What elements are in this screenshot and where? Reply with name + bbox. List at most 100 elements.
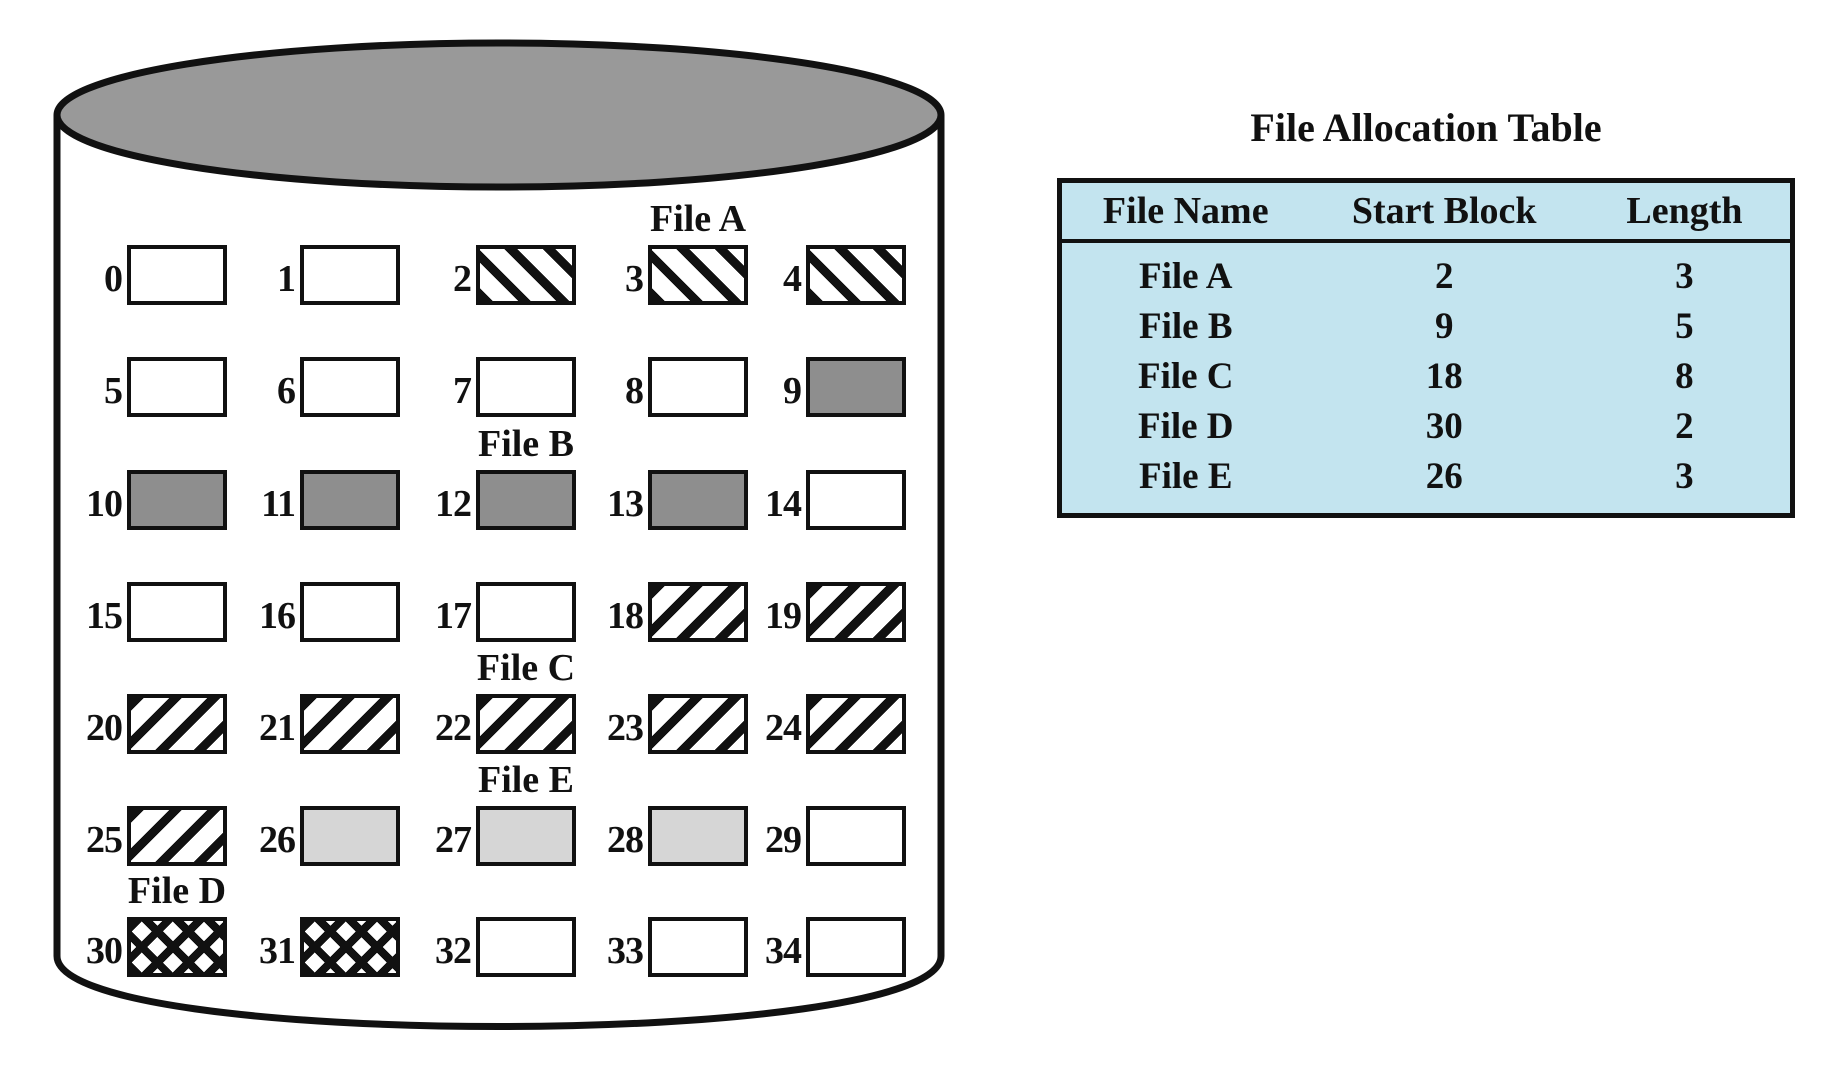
block-number: 0 xyxy=(104,258,123,300)
block-box-file-c xyxy=(806,694,906,754)
column-header-file-name: File Name xyxy=(1102,190,1269,232)
block-box-file-d xyxy=(300,917,400,977)
disk-block-9: 9 xyxy=(727,357,906,417)
block-box-file-d xyxy=(127,917,227,977)
file-label-file-b: File B xyxy=(477,423,575,465)
disk-block-31: 31 xyxy=(221,917,400,977)
disk-block-23: 23 xyxy=(569,694,748,754)
cell-start-block: 9 xyxy=(1434,305,1454,347)
block-number: 5 xyxy=(104,370,123,412)
cell-start-block: 26 xyxy=(1425,455,1463,497)
cell-file-name: File D xyxy=(1137,405,1234,447)
block-number: 1 xyxy=(277,258,296,300)
block-number: 21 xyxy=(259,707,296,749)
block-number: 30 xyxy=(86,930,123,972)
block-box-file-c xyxy=(648,582,748,642)
disk-block-2: 2 xyxy=(397,245,576,305)
cell-file-name: File A xyxy=(1139,255,1233,297)
block-number: 8 xyxy=(625,370,644,412)
block-box-file-e xyxy=(300,806,400,866)
file-label-file-e: File E xyxy=(477,759,575,801)
cell-length: 3 xyxy=(1675,455,1694,497)
block-number: 32 xyxy=(435,930,472,972)
disk-block-4: 4 xyxy=(727,245,906,305)
disk-block-28: 28 xyxy=(569,806,748,866)
block-box-file-b xyxy=(300,470,400,530)
disk-block-5: 5 xyxy=(48,357,227,417)
cell-length: 8 xyxy=(1675,355,1694,397)
disk-block-11: 11 xyxy=(221,470,400,530)
table-row-file-d: File D 30 2 xyxy=(1062,401,1790,451)
disk-block-27: 27 xyxy=(397,806,576,866)
block-number: 23 xyxy=(607,707,644,749)
block-number: 26 xyxy=(259,819,296,861)
block-number: 17 xyxy=(435,595,472,637)
block-box-file-b xyxy=(476,470,576,530)
block-number: 28 xyxy=(607,819,644,861)
block-box-free xyxy=(476,357,576,417)
block-box-free xyxy=(300,582,400,642)
disk-block-17: 17 xyxy=(397,582,576,642)
block-box-file-b xyxy=(806,357,906,417)
block-number: 9 xyxy=(783,370,802,412)
cell-start-block: 30 xyxy=(1425,405,1463,447)
disk-block-22: 22 xyxy=(397,694,576,754)
disk-block-21: 21 xyxy=(221,694,400,754)
block-number: 6 xyxy=(277,370,296,412)
block-box-file-e xyxy=(648,806,748,866)
block-box-free xyxy=(127,582,227,642)
disk-block-13: 13 xyxy=(569,470,748,530)
block-box-file-e xyxy=(476,806,576,866)
disk-block-32: 32 xyxy=(397,917,576,977)
file-label-file-a: File A xyxy=(649,198,747,240)
block-number: 13 xyxy=(607,483,644,525)
block-box-free xyxy=(300,357,400,417)
block-number: 25 xyxy=(86,819,123,861)
disk-block-8: 8 xyxy=(569,357,748,417)
block-box-free xyxy=(476,582,576,642)
block-number: 18 xyxy=(607,595,644,637)
disk-block-1: 1 xyxy=(221,245,400,305)
cell-start-block: 2 xyxy=(1434,255,1454,297)
block-box-free xyxy=(806,806,906,866)
cell-length: 3 xyxy=(1675,255,1694,297)
block-box-file-c xyxy=(127,806,227,866)
block-box-free xyxy=(127,245,227,305)
disk-block-16: 16 xyxy=(221,582,400,642)
file-label-file-c: File C xyxy=(476,647,576,689)
cell-length: 2 xyxy=(1675,405,1694,447)
disk-block-12: 12 xyxy=(397,470,576,530)
column-header-length: Length xyxy=(1626,190,1743,232)
block-number: 14 xyxy=(765,483,802,525)
block-box-file-c xyxy=(476,694,576,754)
block-box-free xyxy=(648,357,748,417)
block-box-file-c xyxy=(300,694,400,754)
block-number: 24 xyxy=(765,707,802,749)
disk-block-29: 29 xyxy=(727,806,906,866)
block-box-free xyxy=(127,357,227,417)
disk-block-0: 0 xyxy=(48,245,227,305)
disk-block-20: 20 xyxy=(48,694,227,754)
block-number: 10 xyxy=(86,483,123,525)
block-box-file-c xyxy=(806,582,906,642)
block-box-free xyxy=(300,245,400,305)
block-number: 16 xyxy=(259,595,296,637)
block-number: 27 xyxy=(435,819,472,861)
block-number: 31 xyxy=(259,930,296,972)
table-row-file-a: File A 2 3 xyxy=(1062,251,1790,301)
block-box-free xyxy=(476,917,576,977)
block-number: 29 xyxy=(765,819,802,861)
block-box-free xyxy=(806,917,906,977)
disk-block-3: 3 xyxy=(569,245,748,305)
block-box-file-a xyxy=(806,245,906,305)
block-number: 12 xyxy=(435,483,472,525)
block-number: 33 xyxy=(607,930,644,972)
disk-block-18: 18 xyxy=(569,582,748,642)
disk-block-19: 19 xyxy=(727,582,906,642)
block-number: 22 xyxy=(435,707,472,749)
